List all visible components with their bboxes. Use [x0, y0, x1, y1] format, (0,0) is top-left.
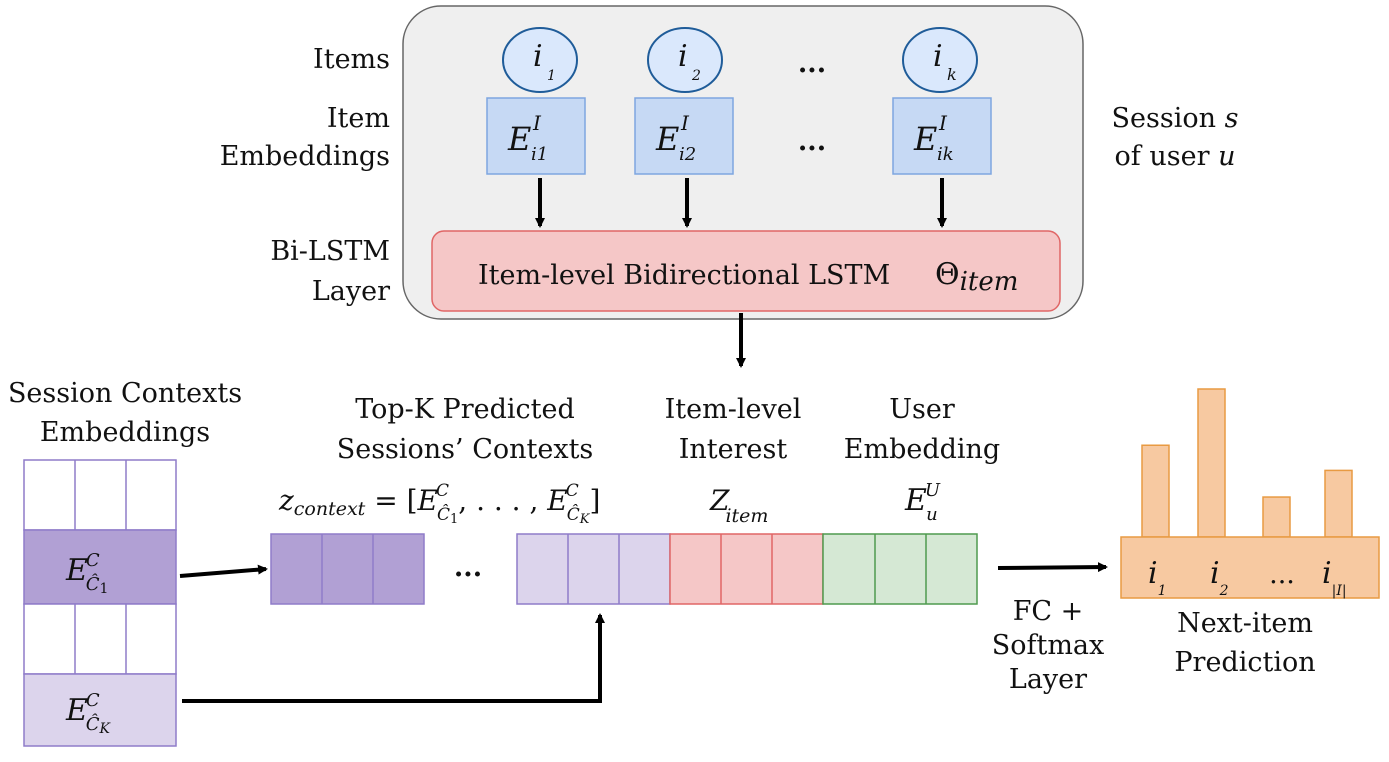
item-embeddings-label-1: Item [327, 103, 390, 134]
context-embedding-c1 [23, 529, 177, 605]
prediction-item-1: i1 [1148, 556, 1167, 599]
svg-text:E: E [655, 120, 679, 158]
fc-label-2: Softmax [992, 630, 1105, 661]
session-contexts-label-1: Session Contexts [8, 378, 242, 409]
session-label-2: of user u [1115, 141, 1236, 172]
embeddings-ellipsis: ... [798, 126, 826, 157]
prediction-base [1120, 536, 1380, 599]
item-embeddings-label-2: Embeddings [220, 141, 390, 172]
svg-text:E: E [507, 120, 531, 158]
svg-text:1: 1 [547, 68, 556, 84]
session-label-1: Session s [1112, 103, 1239, 134]
prediction-item-2: i2 [1210, 556, 1229, 599]
prediction-label-1: Next-item [1177, 608, 1313, 639]
svg-text:E: E [913, 120, 937, 158]
context-embedding-ck [23, 673, 177, 747]
item-node-1: i 1 [502, 27, 578, 93]
zitem-block [669, 533, 824, 605]
zcontext-block-last [516, 533, 671, 605]
svg-text:I: I [680, 111, 690, 135]
arrow-fc-softmax [997, 562, 1108, 573]
svg-text:I: I [938, 111, 948, 135]
item-embedding-1: E I i1 [486, 97, 586, 175]
user-embedding-block [822, 533, 978, 605]
svg-text:i1: i1 [531, 144, 548, 165]
prediction-bar-1 [1141, 444, 1170, 538]
bilstm-label-1: Bi-LSTM [270, 236, 390, 267]
fc-label-3: Layer [1009, 664, 1087, 695]
svg-text:k: k [947, 65, 957, 84]
svg-text:2: 2 [691, 68, 701, 84]
bilstm-label-2: Layer [312, 276, 390, 307]
prediction-bars [1141, 388, 1353, 538]
prediction-ellipsis: ... [1269, 559, 1295, 590]
item-embedding-2: E I i2 [634, 97, 734, 175]
items-label: Items [313, 44, 390, 75]
z-item-formula: Zitem [709, 484, 768, 527]
session-contexts-label-2: Embeddings [40, 417, 210, 448]
bilstm-box-label: Item-level Bidirectional LSTM [478, 260, 890, 291]
svg-text:i: i [533, 39, 543, 74]
item-node-k: i k [902, 27, 978, 93]
svg-text:i2: i2 [679, 144, 696, 165]
arrow-c1-zcontext [179, 564, 268, 578]
item-interest-label-1: Item-level [665, 394, 802, 425]
arrow-ck-zcontext [182, 613, 605, 703]
session-contexts-matrix [23, 459, 177, 747]
prediction-bar-3 [1262, 496, 1291, 538]
prediction-bar-2 [1197, 388, 1226, 538]
zcontext-block-first [270, 533, 425, 605]
item-node-2: i 2 [647, 27, 723, 93]
zcontext-ellipsis: ... [454, 552, 482, 583]
fc-label-1: FC + [1013, 596, 1084, 627]
item-embedding-k: E I ik [892, 97, 992, 175]
item-interest-label-2: Interest [679, 434, 788, 465]
bilstm-box [431, 230, 1061, 312]
topk-label-2: Sessions’ Contexts [337, 434, 594, 465]
user-embedding-label-2: Embedding [844, 434, 1000, 465]
svg-text:i: i [933, 39, 943, 74]
topk-label-1: Top-K Predicted [355, 394, 575, 425]
svg-text:i: i [678, 39, 688, 74]
prediction-label-2: Prediction [1174, 647, 1315, 678]
svg-text:ik: ik [937, 144, 954, 165]
user-embedding-label-1: User [889, 394, 955, 425]
items-ellipsis: ... [798, 48, 826, 79]
svg-text:I: I [532, 111, 542, 135]
prediction-bar-4 [1324, 469, 1353, 538]
prediction-item-last: i|I| [1322, 556, 1347, 599]
